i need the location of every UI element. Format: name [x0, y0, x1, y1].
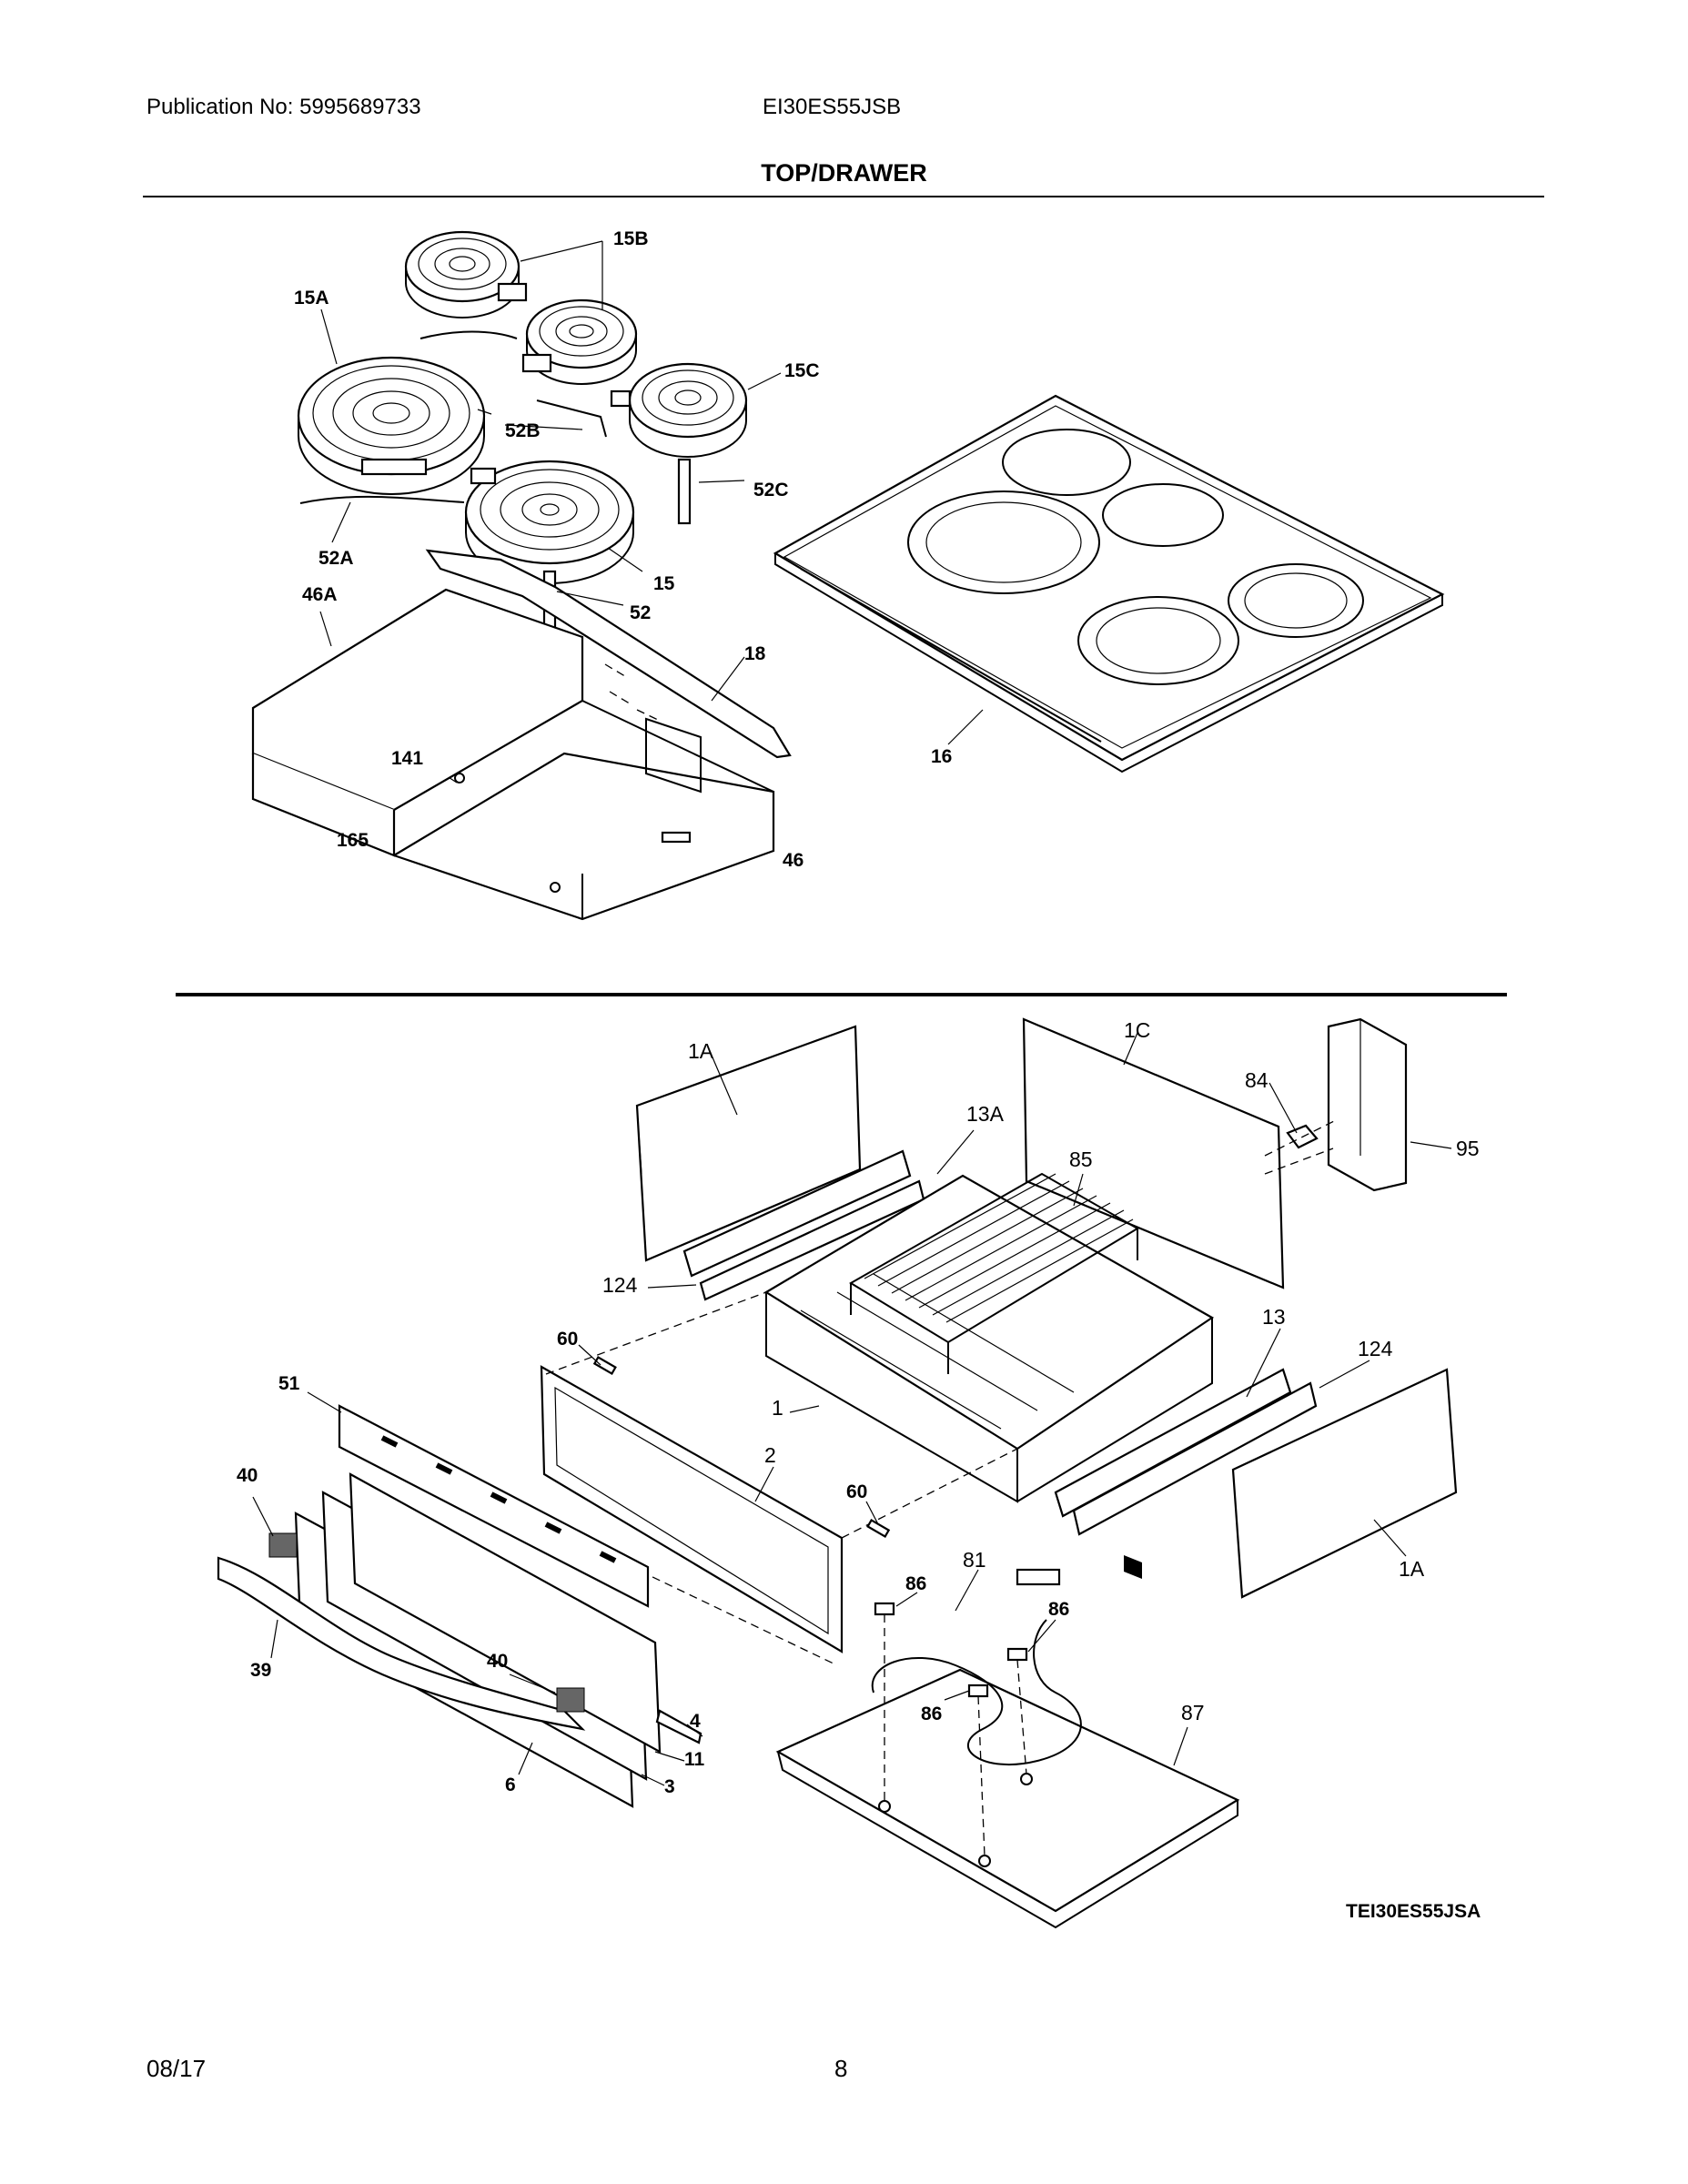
page-number: 8	[834, 2055, 848, 2082]
callout-86-c: 86	[921, 1704, 942, 1724]
slide-rail-13a	[682, 1149, 912, 1278]
callout-4: 4	[690, 1711, 701, 1732]
callouts-bottom: 1A 1C 84 13A 95 85 124 13 60 124 51 1 40…	[237, 1018, 1480, 1797]
clip-86-a	[874, 1602, 895, 1616]
diagram-code: TEI30ES55JSA	[1346, 1901, 1481, 1922]
callout-86-a: 86	[905, 1573, 926, 1594]
trim-51	[338, 1404, 650, 1608]
bottom-section-drawing	[217, 1017, 1458, 1929]
side-panel-left	[635, 1025, 862, 1262]
callout-1a-lower: 1A	[1399, 1557, 1425, 1581]
callout-15a: 15A	[294, 288, 329, 308]
callout-85: 85	[1069, 1148, 1093, 1171]
side-panel-right	[1231, 1368, 1458, 1599]
callout-46: 46	[783, 850, 804, 871]
clip-86-b	[1006, 1647, 1028, 1662]
element-15b-upper	[404, 230, 528, 318]
cooktop-glass	[773, 394, 1445, 774]
pin-60-upper	[592, 1356, 617, 1375]
callout-1c: 1C	[1124, 1018, 1150, 1042]
callout-86-b: 86	[1048, 1599, 1069, 1620]
callouts-top: 15B 15A 15C 52B 52C 52A 15 46A 52 18 141…	[294, 228, 952, 871]
publication-number: Publication No: 5995689733	[147, 95, 421, 119]
callout-6: 6	[505, 1774, 516, 1795]
callout-15b: 15B	[613, 228, 649, 249]
callout-1a-upper: 1A	[688, 1039, 714, 1063]
bottom-panel	[775, 1668, 1240, 1913]
element-15b-lower	[521, 298, 638, 385]
terminal-box	[1327, 1017, 1408, 1192]
top-section-drawing	[251, 230, 1445, 921]
callout-16: 16	[931, 746, 952, 767]
callout-46a: 46A	[302, 584, 338, 605]
bracket-4	[655, 1709, 702, 1744]
callout-51: 51	[278, 1373, 300, 1394]
callout-3: 3	[664, 1776, 675, 1797]
footer-date: 08/17	[147, 2055, 207, 2082]
bake-element	[871, 1619, 1082, 1765]
callout-2: 2	[764, 1443, 776, 1467]
drawer-rack	[849, 1172, 1139, 1374]
callout-87: 87	[1181, 1701, 1205, 1724]
callout-81: 81	[963, 1548, 986, 1572]
door-handle	[217, 1556, 586, 1731]
callout-141: 141	[391, 748, 423, 769]
callout-124-right: 124	[1358, 1337, 1393, 1360]
rear-vent	[1124, 1554, 1142, 1580]
callout-13a: 13A	[966, 1102, 1005, 1126]
callout-15: 15	[653, 573, 675, 594]
callout-40-left: 40	[237, 1465, 258, 1486]
callout-13: 13	[1262, 1305, 1286, 1329]
end-cap-40-right	[556, 1687, 585, 1713]
end-cap-40-left	[268, 1532, 298, 1558]
element-15a	[297, 356, 486, 495]
element-15c	[610, 362, 748, 458]
pin-60-lower	[866, 1519, 891, 1538]
callout-40-right: 40	[487, 1651, 508, 1672]
callout-124-left: 124	[602, 1273, 638, 1297]
support-brackets	[299, 330, 792, 759]
door-panel-11	[349, 1472, 662, 1754]
callout-15c: 15C	[784, 360, 820, 381]
callout-11: 11	[684, 1749, 705, 1770]
inner-door-panel	[540, 1365, 844, 1653]
callout-52a: 52A	[318, 548, 354, 569]
callout-52c: 52C	[753, 480, 789, 500]
callout-84: 84	[1245, 1068, 1269, 1092]
rear-panel	[1022, 1017, 1285, 1289]
callout-18: 18	[744, 643, 766, 664]
callout-39: 39	[250, 1660, 271, 1681]
callout-95: 95	[1456, 1137, 1480, 1160]
leader-lines-bottom	[252, 1032, 1452, 1786]
element-15	[464, 460, 635, 584]
page-title: TOP/DRAWER	[761, 159, 927, 187]
callout-60-lower: 60	[846, 1481, 867, 1502]
callout-60-upper: 60	[557, 1329, 578, 1350]
model-number: EI30ES55JSB	[763, 95, 902, 119]
callout-165: 165	[337, 830, 369, 851]
clip-86-c	[967, 1684, 989, 1698]
burner-box-frame	[251, 588, 775, 921]
callout-52b: 52B	[505, 420, 541, 441]
slide-rail-13	[1054, 1368, 1292, 1518]
callout-1: 1	[772, 1396, 783, 1420]
callout-52: 52	[630, 602, 651, 623]
